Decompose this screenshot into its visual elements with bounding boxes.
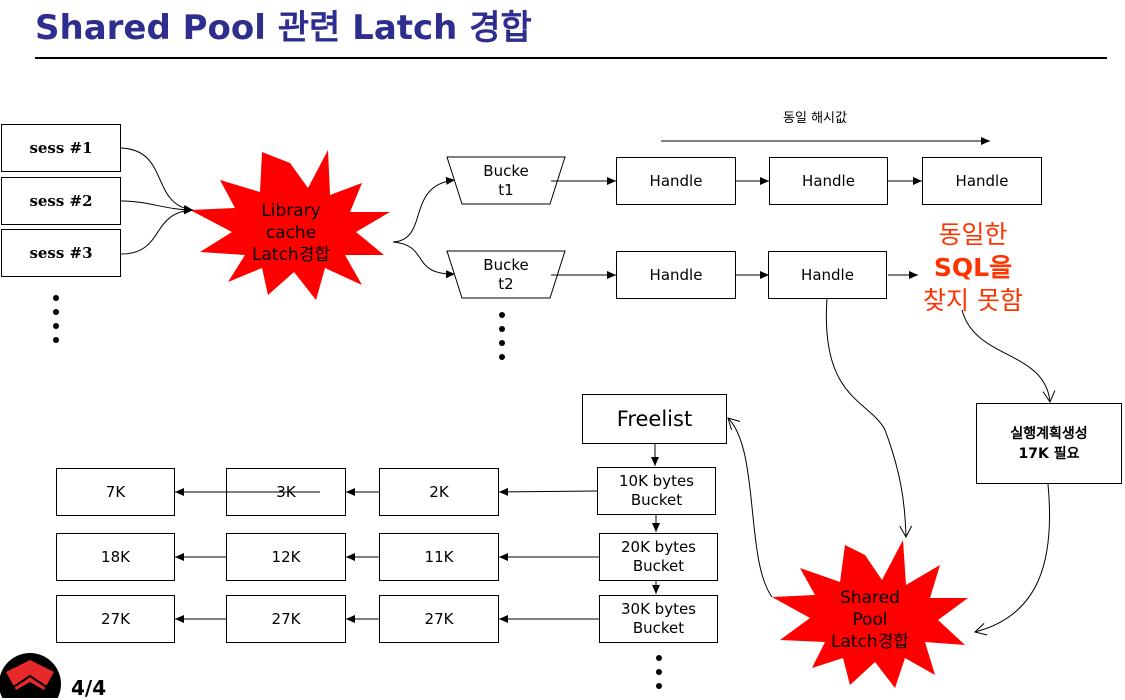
- handle-box: Handle: [922, 157, 1042, 205]
- handle-box: Handle: [768, 251, 887, 299]
- chunk-box: 18K: [56, 533, 175, 581]
- free-bucket-box: 30K bytes Bucket: [599, 595, 718, 643]
- shared-pool-burst-shape: [772, 540, 968, 688]
- free-bucket-line: 10K bytes: [618, 472, 694, 490]
- hash-value-label: 동일 해시값: [783, 111, 847, 126]
- session-label: sess #2: [29, 191, 93, 210]
- free-bucket-line: Bucket: [632, 557, 685, 575]
- exec-plan-line: 실행계획생성: [1010, 425, 1088, 442]
- chunk-box: 27K: [226, 595, 346, 643]
- buckets-more-dots: [499, 312, 505, 360]
- sess1-arrow: [120, 147, 194, 213]
- freelist-box: Freelist: [582, 394, 727, 444]
- handle-to-sharedpool-curve: [825, 297, 913, 539]
- bucket2-label: Bucke t2: [462, 256, 550, 294]
- handle-box: Handle: [616, 251, 736, 299]
- session-box: sess #1: [1, 124, 121, 172]
- alert-line: 찾지 못함: [923, 286, 1023, 315]
- burst-line: Latch경합: [831, 632, 909, 652]
- sess2-arrow: [120, 200, 194, 214]
- chunk-box: 27K: [56, 595, 175, 643]
- shared-pool-latch-label: Shared Pool Latch경합: [815, 587, 925, 653]
- title-divider: [35, 57, 1107, 59]
- row1-arrow-a: [498, 487, 598, 496]
- chunk-box: 12K: [226, 533, 346, 581]
- chunk-box: 27K: [379, 595, 499, 643]
- sql-not-found-label: 동일한 SQL을 찾지 못함: [898, 218, 1048, 317]
- bucket1-label: Bucke t1: [462, 162, 550, 200]
- bucket-text: Bucke: [483, 256, 529, 274]
- bucket-text: t1: [498, 181, 514, 199]
- library-cache-burst-shape: [190, 150, 390, 300]
- chunk-box: 11K: [379, 533, 499, 581]
- exec-plan-box: 실행계획생성 17K 필요: [976, 403, 1122, 484]
- free-bucket-line: Bucket: [630, 491, 683, 509]
- bucket-text: Bucke: [483, 162, 529, 180]
- session-box: sess #3: [1, 229, 121, 277]
- sharedpool-to-freelist-curve: [727, 417, 773, 598]
- free-bucket-box: 20K bytes Bucket: [599, 533, 718, 581]
- bucket1-shape: [446, 156, 566, 205]
- exec-plan-line: 17K 필요: [1018, 445, 1080, 462]
- bucket-text: t2: [498, 275, 514, 293]
- to-bucket2-arrow: [392, 241, 456, 279]
- burst-line: cache: [265, 223, 317, 243]
- session-label: sess #1: [29, 138, 93, 157]
- sess3-arrow: [120, 206, 194, 255]
- burst-line: Shared: [840, 588, 900, 608]
- page-title: Shared Pool 관련 Latch 경합: [35, 8, 532, 48]
- freebuckets-more-dots: [656, 655, 662, 689]
- library-cache-latch-label: Library cache Latch경합: [236, 200, 346, 266]
- bucket2-shape: [446, 250, 566, 299]
- execplan-to-sharedpool-curve: [973, 483, 1051, 636]
- company-logo: [0, 653, 61, 698]
- session-label: sess #3: [29, 243, 93, 262]
- free-bucket-box: 10K bytes Bucket: [597, 467, 716, 515]
- alert-line: 동일한: [938, 220, 1008, 249]
- chunk-box: 7K: [56, 468, 175, 516]
- handle-box: Handle: [769, 157, 888, 205]
- free-bucket-line: Bucket: [632, 619, 685, 637]
- sessions-more-dots: [53, 295, 59, 343]
- burst-line: Library: [261, 201, 321, 221]
- burst-line: Pool: [852, 610, 888, 630]
- to-bucket1-arrow: [392, 176, 456, 243]
- handle-box: Handle: [616, 157, 736, 205]
- chunk-box: 3K: [226, 468, 346, 516]
- alert-line: SQL을: [933, 253, 1013, 282]
- page-number: 4/4: [71, 676, 107, 700]
- free-bucket-line: 30K bytes: [620, 600, 696, 618]
- burst-line: Latch경합: [252, 245, 330, 265]
- sql-miss-curve: [961, 309, 1056, 404]
- chunk-box: 2K: [379, 468, 499, 516]
- free-bucket-line: 20K bytes: [620, 538, 696, 556]
- session-box: sess #2: [1, 177, 121, 225]
